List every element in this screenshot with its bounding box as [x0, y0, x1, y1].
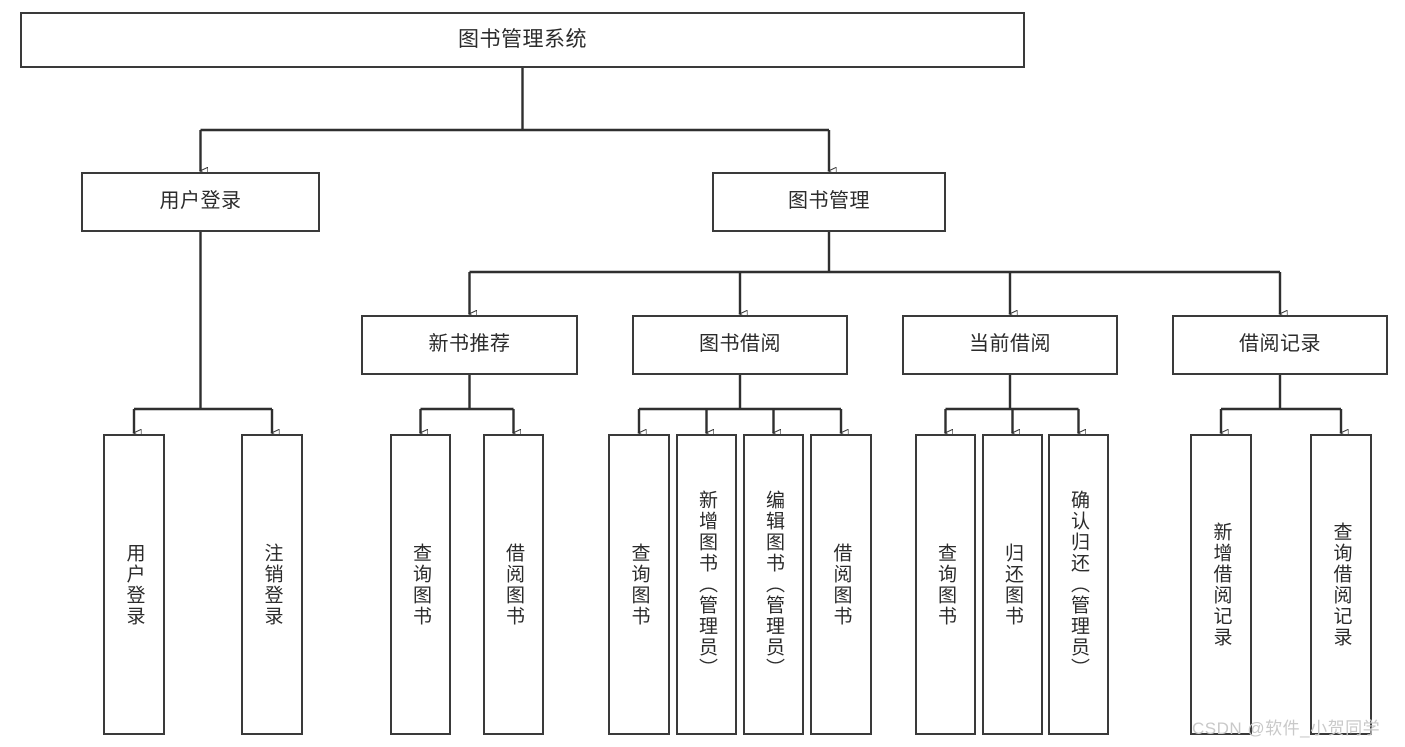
connector-lines [134, 68, 1341, 433]
node-label-leaf-rec-add: 新增借阅记录 [1210, 521, 1232, 648]
node-leaf-bw-add[interactable]: 新增图书（管理员） [676, 434, 737, 735]
node-label-leaf-nb-query: 查询图书 [410, 542, 431, 627]
node-root[interactable]: 图书管理系统 [20, 12, 1025, 68]
node-label-bookmgmt: 图书管理 [788, 190, 870, 213]
node-leaf-user-logout[interactable]: 注销登录 [241, 434, 303, 735]
node-label-leaf-nb-borrow: 借阅图书 [503, 542, 524, 627]
node-label-leaf-bw-lend: 借阅图书 [830, 542, 852, 627]
node-login[interactable]: 用户登录 [81, 172, 320, 232]
node-label-root: 图书管理系统 [458, 27, 587, 51]
node-label-records: 借阅记录 [1239, 333, 1321, 356]
node-current[interactable]: 当前借阅 [902, 315, 1118, 375]
node-label-leaf-bw-query: 查询图书 [628, 542, 650, 627]
node-leaf-cur-query[interactable]: 查询图书 [915, 434, 976, 735]
node-label-current: 当前借阅 [969, 333, 1051, 356]
node-borrow[interactable]: 图书借阅 [632, 315, 848, 375]
node-leaf-cur-return[interactable]: 归还图书 [982, 434, 1043, 735]
node-label-borrow: 图书借阅 [699, 333, 781, 356]
node-label-leaf-cur-return: 归还图书 [1002, 542, 1023, 627]
node-leaf-nb-query[interactable]: 查询图书 [390, 434, 451, 735]
node-leaf-bw-query[interactable]: 查询图书 [608, 434, 670, 735]
node-leaf-bw-lend[interactable]: 借阅图书 [810, 434, 872, 735]
node-leaf-rec-query[interactable]: 查询借阅记录 [1310, 434, 1372, 735]
node-leaf-cur-confirm[interactable]: 确认归还（管理员） [1048, 434, 1109, 735]
node-label-leaf-bw-add: 新增图书（管理员） [696, 490, 717, 679]
node-label-leaf-rec-query: 查询借阅记录 [1330, 521, 1352, 648]
node-leaf-user-login[interactable]: 用户登录 [103, 434, 165, 735]
node-label-leaf-cur-query: 查询图书 [935, 542, 956, 627]
node-leaf-rec-add[interactable]: 新增借阅记录 [1190, 434, 1252, 735]
node-label-login: 用户登录 [159, 190, 242, 213]
node-label-leaf-user-logout: 注销登录 [261, 542, 283, 627]
node-bookmgmt[interactable]: 图书管理 [712, 172, 946, 232]
node-records[interactable]: 借阅记录 [1172, 315, 1388, 375]
node-leaf-bw-edit[interactable]: 编辑图书（管理员） [743, 434, 804, 735]
node-label-newbook: 新书推荐 [428, 333, 511, 356]
node-label-leaf-cur-confirm: 确认归还（管理员） [1068, 490, 1089, 679]
node-label-leaf-bw-edit: 编辑图书（管理员） [763, 490, 784, 679]
node-label-leaf-user-login: 用户登录 [123, 542, 145, 627]
node-newbook[interactable]: 新书推荐 [361, 315, 578, 375]
node-leaf-nb-borrow[interactable]: 借阅图书 [483, 434, 544, 735]
watermark-label: CSDN @软件_小贺同学 [1192, 719, 1381, 738]
